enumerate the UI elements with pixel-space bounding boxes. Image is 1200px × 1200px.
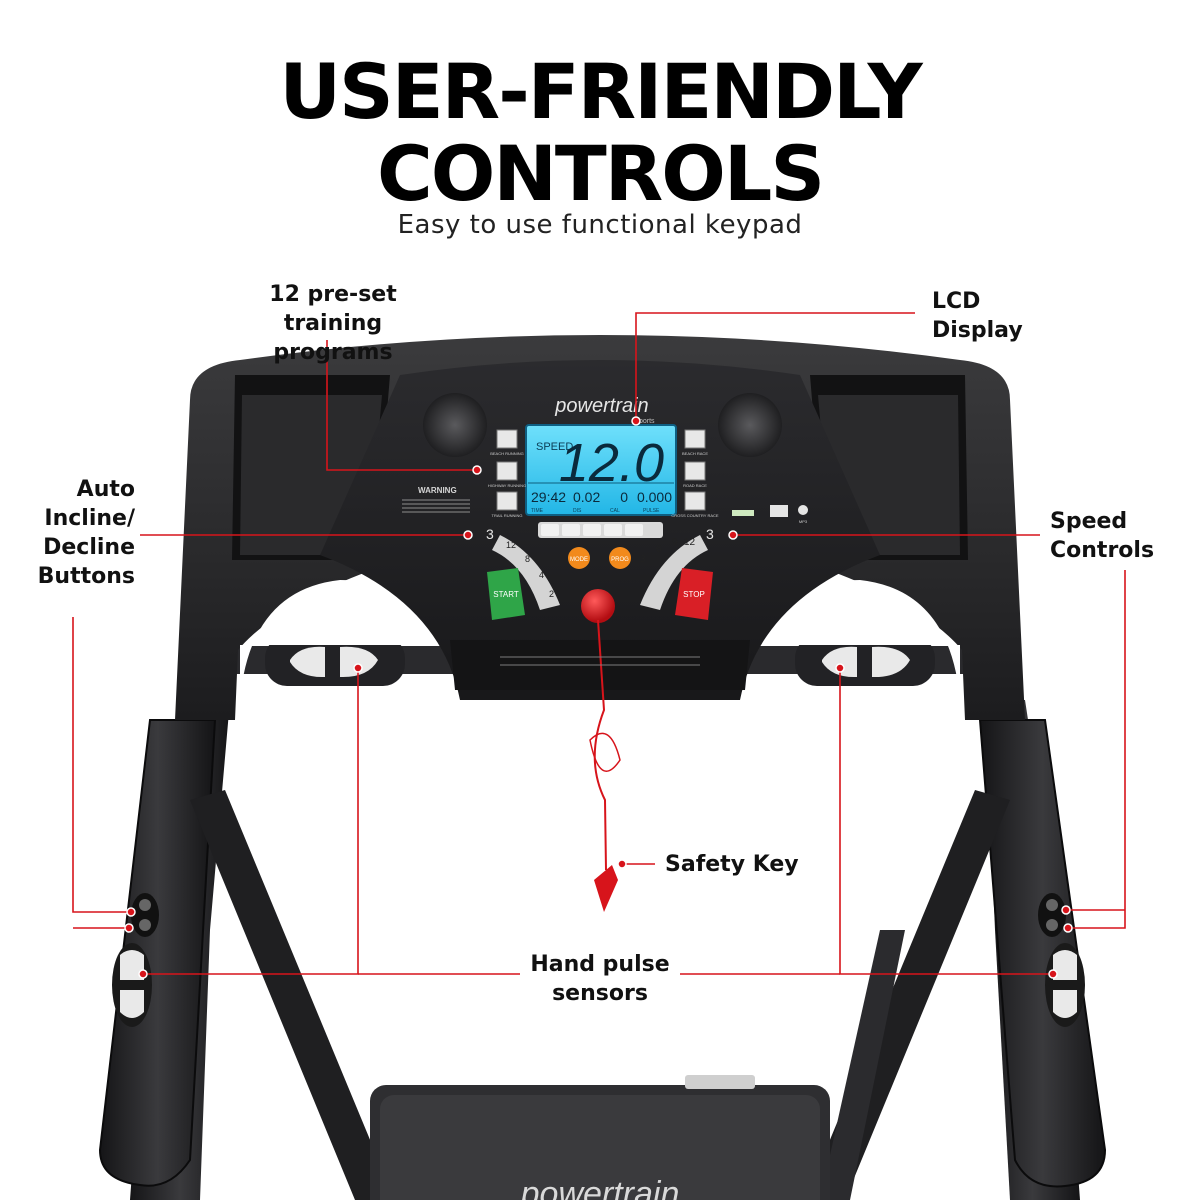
callout-programs-line2: programs	[273, 340, 393, 365]
incline-btn-4[interactable]: 4	[539, 570, 544, 580]
stop-button[interactable]	[675, 568, 713, 620]
mode-button[interactable]	[568, 547, 590, 569]
callout-hand-pulse: Hand pulse sensors	[510, 950, 690, 1008]
callout-lcd-line1: LCD	[932, 289, 981, 314]
console-brand-sub: sports	[635, 418, 655, 425]
speed-btn-9[interactable]: 9	[672, 537, 678, 548]
right-leg-buttons	[1038, 893, 1066, 937]
mode-label: MODE	[570, 557, 588, 563]
left-leg-pulse-sensor	[112, 943, 152, 1027]
callout-speed-line2: Controls	[1050, 538, 1155, 563]
headline-line-1: USER-FRIENDLY	[279, 47, 922, 136]
base-brand: powertrain	[520, 1175, 680, 1200]
callout-lcd: LCD Display	[932, 287, 1052, 345]
console-brand: powertrain	[554, 395, 648, 417]
program-left-3: TRAIL RUNNING	[492, 513, 523, 518]
incline-btn-8[interactable]: 8	[525, 554, 530, 564]
speed-arrow-icon[interactable]: 3	[706, 526, 714, 542]
lcd-label-pulse: PULSE	[643, 508, 660, 514]
incline-arrow-icon[interactable]: 3	[486, 526, 494, 542]
lcd-display	[525, 424, 677, 516]
callout-incline-line3: Decline	[43, 535, 135, 560]
callout-hand-pulse-line2: sensors	[552, 981, 648, 1006]
lcd-time-value: 29:42	[531, 489, 566, 505]
left-speaker	[423, 393, 487, 457]
incline-btn-2[interactable]: 2	[549, 589, 554, 599]
program-left-1: BEACH RUNNING	[490, 451, 524, 456]
speed-btn-3[interactable]: 3	[640, 554, 646, 565]
right-leg-pulse-sensor	[1045, 943, 1085, 1027]
speed-btn-6[interactable]: 6	[656, 544, 662, 555]
program-right-3: CROSS COUNTRY RACE	[671, 513, 719, 518]
start-button[interactable]	[487, 568, 525, 620]
lcd-speed-value: 12.0	[559, 433, 664, 493]
prog-label: PROG	[611, 557, 629, 563]
lcd-cal-value: 0	[620, 489, 628, 505]
headline-line-2: CONTROLS	[376, 129, 825, 218]
right-speaker	[718, 393, 782, 457]
program-left-2: HIGHWAY RUNNING	[488, 483, 526, 488]
callout-hand-pulse-line1: Hand pulse	[530, 952, 670, 977]
speed-btn-12[interactable]: 12	[684, 537, 696, 548]
lcd-label-time: TIME	[531, 508, 544, 514]
callout-incline-line4: Buttons	[37, 564, 135, 589]
callout-incline: Auto Incline/ Decline Buttons	[20, 475, 135, 591]
media-ports	[732, 505, 808, 517]
prog-button[interactable]	[609, 547, 631, 569]
media-buttons[interactable]	[538, 522, 663, 538]
lcd-label-cal: CAL	[610, 508, 620, 514]
callout-speed: Speed Controls	[1050, 507, 1190, 565]
right-upright	[978, 700, 1107, 1200]
lcd-dis-value: 0.02	[573, 489, 600, 505]
callout-lines	[72, 312, 1126, 975]
incline-btn-12[interactable]: 12	[506, 540, 516, 550]
mp3-label: MP3	[799, 519, 808, 524]
callout-speed-line1: Speed	[1050, 509, 1128, 534]
start-label: START	[493, 590, 519, 599]
incline-button-pad[interactable]	[492, 535, 560, 610]
motor-cover	[370, 1075, 830, 1200]
program-icons-left	[496, 429, 518, 511]
program-icons-right	[684, 429, 706, 511]
callout-programs: 12 pre-set training programs	[218, 280, 448, 367]
callout-programs-line1: 12 pre-set training	[269, 282, 397, 336]
callout-safety-key: Safety Key	[665, 852, 799, 877]
callout-lcd-line2: Display	[932, 318, 1023, 343]
callout-incline-line1: Auto	[76, 477, 135, 502]
program-right-1: BEACH RACE	[682, 451, 708, 456]
lcd-pulse-value: 0.000	[637, 489, 672, 505]
console-grille	[500, 656, 700, 666]
program-right-2: ROAD RACE	[683, 483, 707, 488]
left-upright	[98, 700, 230, 1200]
warning-title: WARNING	[418, 486, 457, 495]
lcd-speed-label: SPEED	[536, 441, 573, 453]
stop-label: STOP	[683, 590, 705, 599]
safety-key[interactable]	[581, 589, 621, 912]
handlebar	[222, 636, 978, 686]
left-leg-buttons	[131, 893, 159, 937]
callout-dots	[124, 416, 1073, 979]
warning-text-lines	[402, 499, 470, 513]
speed-button-pad[interactable]	[640, 535, 708, 610]
subtitle: Easy to use functional keypad	[397, 210, 803, 240]
callout-incline-line2: Incline/	[44, 506, 135, 531]
lcd-label-dis: DIS	[573, 508, 582, 514]
